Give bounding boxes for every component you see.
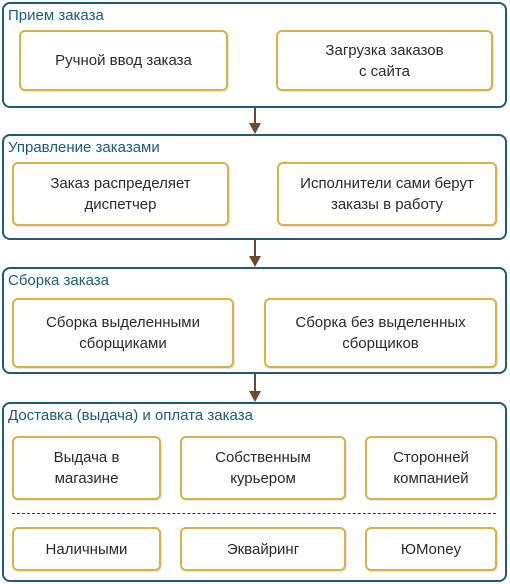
section-title: Доставка (выдача) и оплата заказа [8,407,253,424]
box-own-courier: Собственным курьером [180,436,346,500]
arrow-down-icon [249,240,261,267]
dashed-divider [12,513,496,514]
box-store-pickup: Выдача в магазине [12,436,161,500]
box-executors-take-orders: Исполнители сами берут заказы в работу [277,162,497,226]
arrow-down-icon [249,108,261,134]
box-no-dedicated-pickers: Сборка без выделенных сборщиков [264,298,497,368]
box-dedicated-pickers: Сборка выделенными сборщиками [12,298,234,368]
box-manual-order-entry: Ручной ввод заказа [19,30,228,91]
box-dispatcher-distributes: Заказ распределяет диспетчер [12,162,229,226]
box-third-party-company: Сторонней компанией [365,436,497,500]
section-title: Сборка заказа [8,272,110,289]
arrow-down-icon [249,374,261,402]
box-load-orders-from-site: Загрузка заказов с сайта [276,30,493,91]
section-title: Управление заказами [8,139,160,156]
box-payment-cash: Наличными [12,527,161,571]
box-payment-yumoney: ЮMoney [365,527,497,571]
box-payment-acquiring: Эквайринг [180,527,346,571]
section-title: Прием заказа [8,7,104,24]
